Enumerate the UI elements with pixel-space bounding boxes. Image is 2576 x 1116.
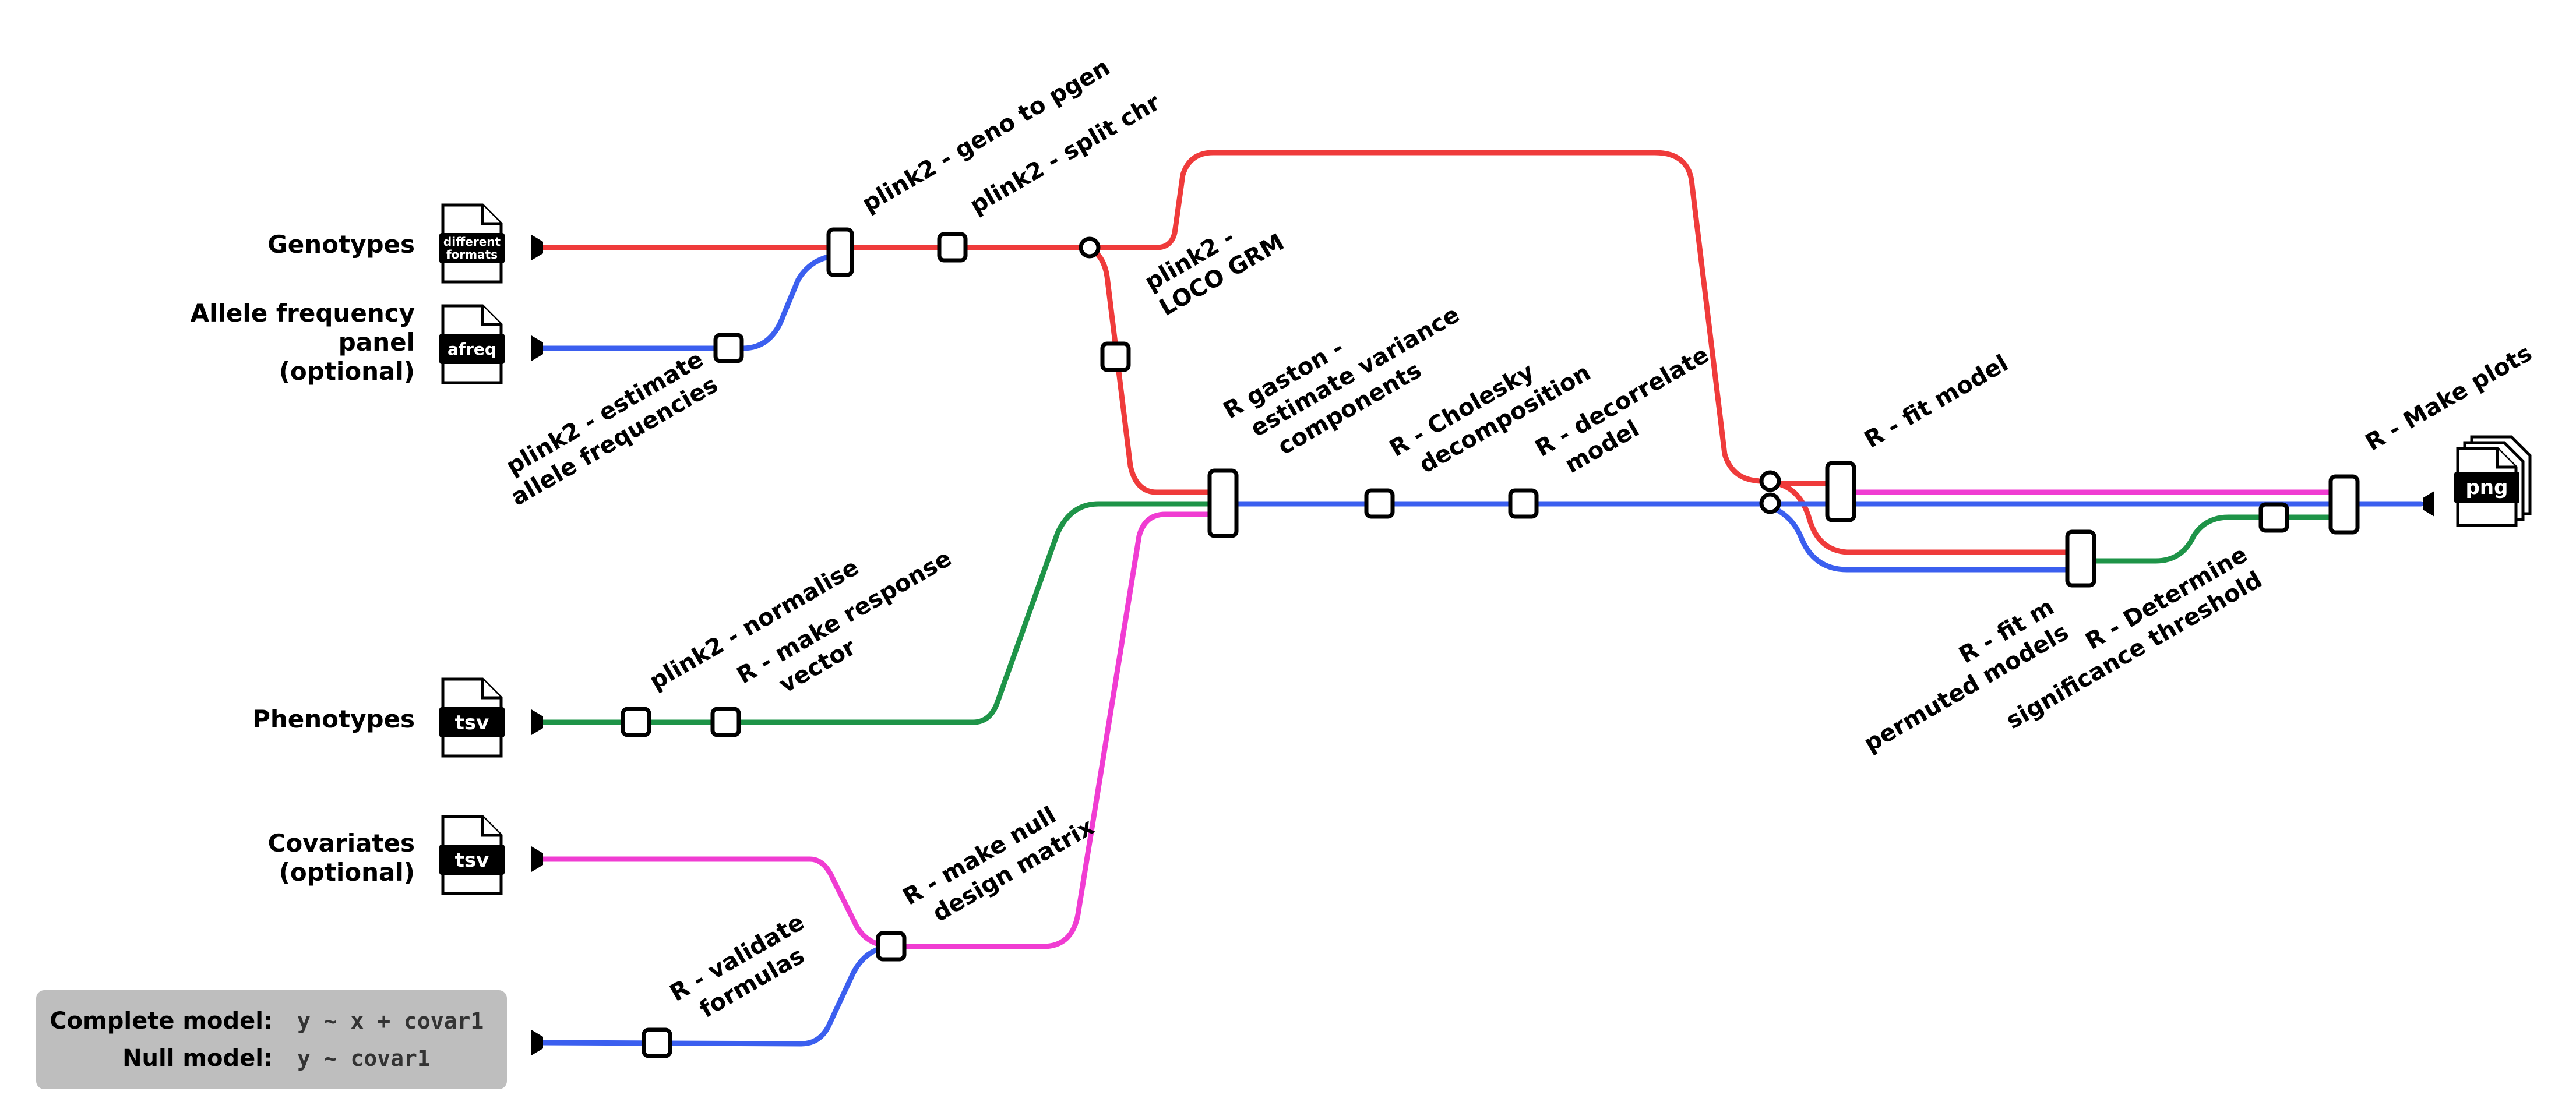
loco-grm-line [1087,245,1221,495]
step-labels: plink2 - geno to pgen plink2 - split chr… [502,54,2536,1023]
allele-label-line1: Allele frequency [191,299,415,327]
input-labels: Genotypes Allele frequency panel (option… [191,230,415,887]
phenotypes-file-icon: tsv [439,677,505,758]
arrow-terminal-icon [531,709,543,735]
covariates-file-text: tsv [455,849,489,872]
split-chr-label: plink2 - split chr [965,89,1165,220]
png-file-text: png [2466,476,2508,499]
afreq-file-icon: afreq [439,304,505,384]
arrow-terminal-icon [531,846,543,872]
significance-line [2077,514,2345,564]
null-design-node [876,931,907,962]
null-model-value: y ~ covar1 [297,1046,431,1071]
allele-freq-line [536,252,847,351]
process-nodes [621,227,2360,1058]
phenotypes-file-text: tsv [455,711,489,734]
significance-node [2258,502,2289,533]
response-vector-node [710,707,741,737]
allele-label-line3: (optional) [279,357,415,386]
normalise-node [621,707,651,737]
cholesky-node [1364,488,1395,519]
genotypes-file-text1: different [443,235,501,249]
afreq-file-text: afreq [447,340,496,359]
covariates-file-icon: tsv [439,815,505,895]
formula-line [536,944,894,1047]
covariate-line [536,511,1224,949]
arrow-terminal-icon [531,235,543,260]
png-output-icon: png [2454,435,2532,527]
fit-model-label: R - fit model [1860,350,2013,454]
decorrelate-node [1508,488,1539,519]
loco-grm-node [1100,341,1131,372]
validate-formulas-node [642,1027,672,1058]
geno-to-pgen-node [826,227,854,277]
pipeline-lines [536,150,2424,1047]
estimate-freq-node [713,333,744,363]
input-terminals [531,235,2434,1055]
formula-box: Complete model: y ~ x + covar1 Null mode… [36,990,507,1089]
covariates-label-line2: (optional) [279,858,415,887]
complete-model-value: y ~ x + covar1 [297,1008,484,1034]
allele-label-line2: panel [339,328,415,356]
split-chr-node [937,232,968,263]
null-model-label: Null model: [122,1045,273,1072]
complete-model-label: Complete model: [50,1008,273,1034]
genotypes-file-icon: different formats [439,203,505,284]
arrow-terminal-icon [531,335,543,361]
fit-model-node [1825,461,1856,522]
phenotypes-label: Phenotypes [252,705,415,733]
merge-junction-top [1759,470,1781,492]
permuted-red-line [1774,481,2083,555]
genotypes-label: Genotypes [267,230,415,259]
output-terminal-icon [2423,491,2434,517]
fit-permuted-node [2065,529,2096,588]
make-plots-node [2328,474,2360,535]
merge-junction-bottom [1759,492,1781,514]
split-junction [1079,236,1101,259]
genotype-line [536,150,1780,486]
gaston-node [1207,468,1239,538]
genotypes-file-text2: formats [446,248,498,262]
covariates-label-line1: Covariates [268,829,415,857]
formula-box-bg [36,990,507,1089]
arrow-terminal-icon [531,1030,543,1055]
phenotype-line [536,501,1224,725]
